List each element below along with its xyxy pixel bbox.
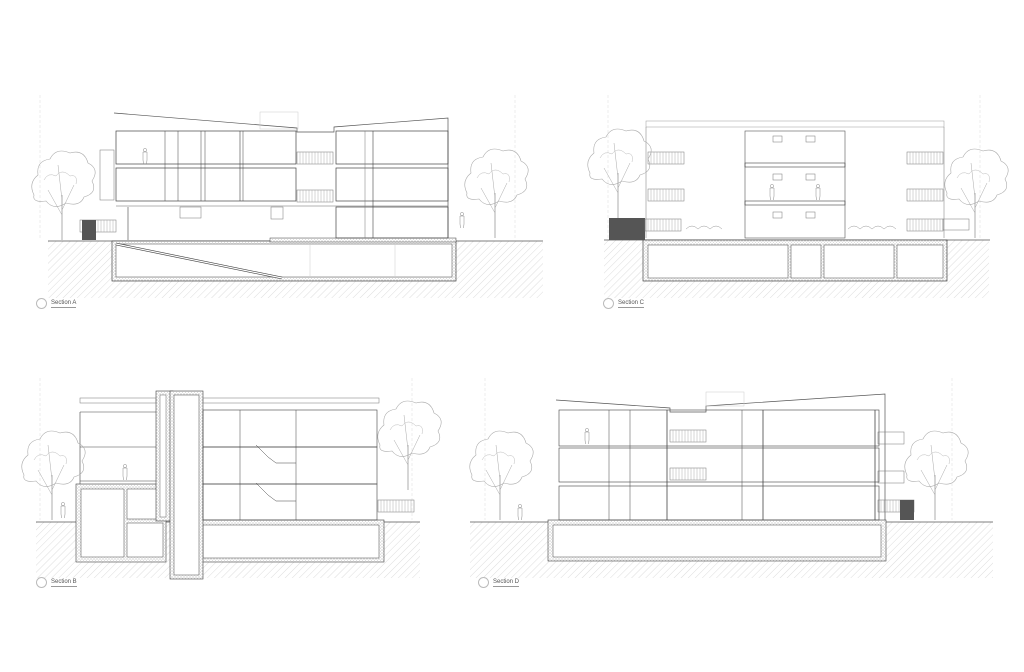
section-title: Section A xyxy=(51,300,77,308)
section-d-label: Section D xyxy=(478,577,520,588)
section-title: Section D xyxy=(493,579,520,587)
section-c-label: Section C xyxy=(603,298,645,309)
section-marker-icon xyxy=(36,577,47,588)
section-b-label: Section B xyxy=(36,577,77,588)
section-a-label: Section A xyxy=(36,298,77,309)
section-title: Section B xyxy=(51,579,77,587)
section-d-drawing xyxy=(469,378,993,578)
section-marker-icon xyxy=(478,577,489,588)
section-marker-icon xyxy=(603,298,614,309)
section-marker-icon xyxy=(36,298,47,309)
section-c-drawing xyxy=(587,95,1009,298)
section-b-drawing xyxy=(21,378,442,580)
section-title: Section C xyxy=(618,300,645,308)
section-a-drawing xyxy=(31,95,543,298)
